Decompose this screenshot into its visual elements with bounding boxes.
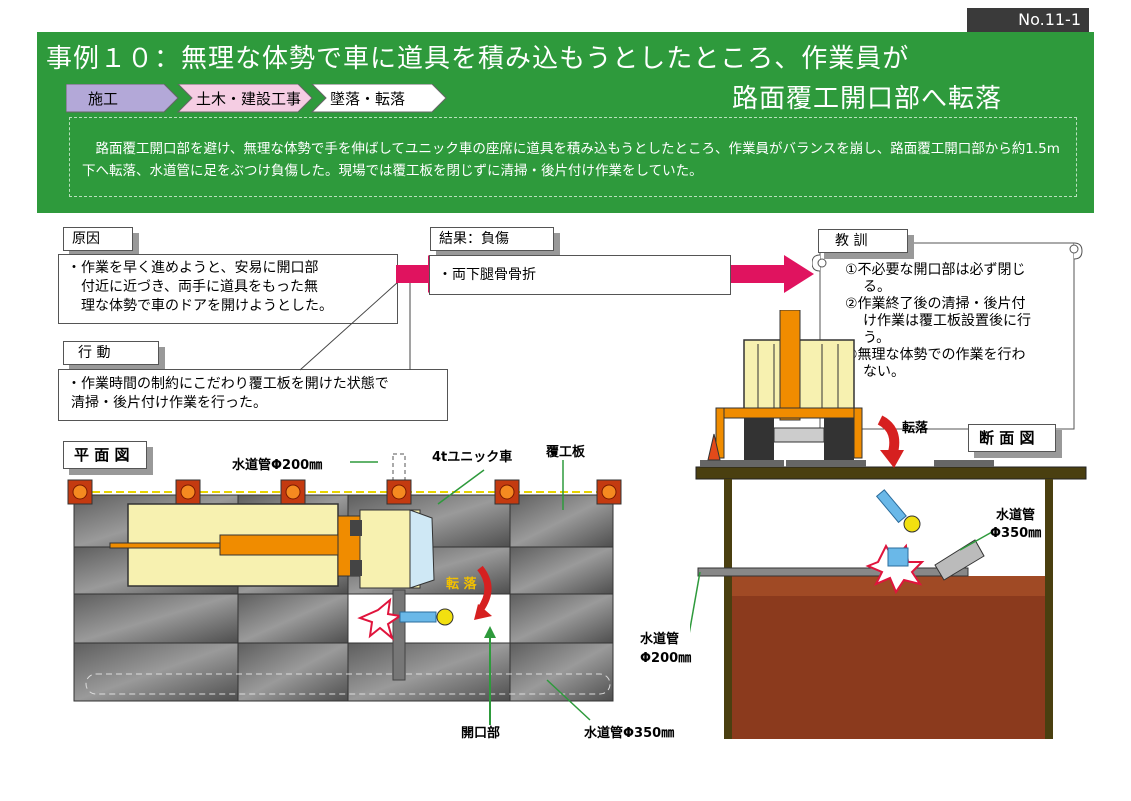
lesson-item-1: ①不必要な開口部は必ず閉じ る。 — [845, 262, 1065, 296]
deck-beam — [695, 466, 1087, 480]
page-title-line2: 路面覆工開口部へ転落 — [732, 84, 1003, 114]
lesson-2-line-3: う。 — [863, 330, 891, 346]
incident-summary: 路面覆工開口部を避け、無理な体勢で手を伸ばしてユニック車の座席に道具を積み込もう… — [69, 117, 1077, 197]
worker-plan-icon — [357, 597, 454, 641]
lesson-3-line-1: ③無理な体勢での作業を行わ — [845, 347, 1026, 363]
label-truck: 4tユニック車 — [432, 450, 513, 465]
category-tags: 施工 土木・建設工事 墜落・転落 — [66, 84, 447, 113]
lesson-3-line-2: ない。 — [863, 364, 905, 380]
lesson-heading: 教 訓 — [818, 229, 908, 253]
label-pipe200-plan: 水道管Φ200㎜ — [232, 458, 323, 473]
lesson-list: ①不必要な開口部は必ず閉じ る。 ②作業終了後の清掃・後片付 け作業は覆工板設置… — [845, 262, 1065, 381]
tag-accident-type: 墜落・転落 — [330, 90, 405, 108]
result-text: ・両下腿骨骨折 — [438, 267, 536, 283]
action-text-1: ・作業時間の制約にこだわり覆工板を開けた状態で — [67, 376, 389, 392]
page-title-line1: 事例１０：無理な体勢で車に道具を積み込もうとしたところ、作業員が — [46, 44, 910, 74]
plan-view-diagram — [67, 453, 622, 725]
label-cover-plate: 覆工板 — [546, 445, 586, 460]
arrow-result-to-lesson — [731, 255, 814, 293]
lesson-1-line-2: る。 — [863, 279, 891, 295]
soil — [732, 576, 1045, 739]
connector-lines — [299, 281, 411, 371]
label-pipe200-section-b: Φ200㎜ — [640, 651, 692, 666]
lesson-scroll — [812, 242, 1083, 430]
tag-phase: 施工 — [88, 90, 118, 108]
label-opening: 開口部 — [461, 726, 501, 741]
action-text-2: 清掃・後片付け作業を行った。 — [71, 395, 267, 411]
traffic-cones — [67, 479, 622, 505]
document-number: No.11-1 — [967, 8, 1089, 32]
cause-text-3: 理な体勢で車のドアを開けようとした。 — [81, 298, 333, 314]
unic-truck-rear — [707, 310, 863, 461]
section-view-diagram — [690, 310, 1087, 739]
label-pipe350-section-b: Φ350㎜ — [990, 526, 1042, 541]
cause-box: ・作業を早く進めようと、安易に開口部 付近に近づき、両手に道具をもった無 理な体… — [58, 254, 398, 324]
lesson-2-line-2: け作業は覆工板設置後に行 — [863, 313, 1031, 329]
label-fall-plan: 転 落 — [446, 577, 477, 592]
unic-truck-top — [109, 503, 435, 589]
label-pipe200-section-a: 水道管 — [640, 632, 680, 647]
lesson-item-2: ②作業終了後の清掃・後片付 け作業は覆工板設置後に行 う。 — [845, 296, 1065, 347]
header-banner — [37, 32, 1094, 213]
section-view-title: 断 面 図 — [968, 424, 1056, 452]
worker-falling-icon — [875, 489, 921, 533]
cause-heading: 原因 — [63, 227, 133, 251]
plan-view-title: 平 面 図 — [63, 441, 147, 469]
label-fall-section: 転落 — [902, 421, 929, 436]
cause-text-1: ・作業を早く進めようと、安易に開口部 — [67, 260, 319, 276]
pipe200-section — [697, 567, 969, 577]
tag-work-type: 土木・建設工事 — [196, 90, 301, 108]
result-box: ・両下腿骨骨折 — [429, 255, 731, 295]
action-box: ・作業時間の制約にこだわり覆工板を開けた状態で 清掃・後片付け作業を行った。 — [58, 369, 448, 421]
label-pipe350-plan: 水道管Φ350㎜ — [584, 726, 675, 741]
tag-phase-shape — [66, 84, 179, 113]
tag-work-shape — [176, 84, 313, 113]
cause-text-2: 付近に近づき、両手に道具をもった無 — [81, 279, 319, 295]
lesson-item-3: ③無理な体勢での作業を行わ ない。 — [845, 347, 1065, 381]
result-heading: 結果：負傷 — [430, 227, 554, 251]
label-pipe350-section-a: 水道管 — [996, 508, 1036, 523]
lesson-2-line-1: ②作業終了後の清掃・後片付 — [845, 296, 1026, 312]
action-heading: 行 動 — [63, 341, 159, 365]
tag-accident-shape — [310, 84, 447, 113]
lesson-1-line-1: ①不必要な開口部は必ず閉じ — [845, 262, 1026, 278]
